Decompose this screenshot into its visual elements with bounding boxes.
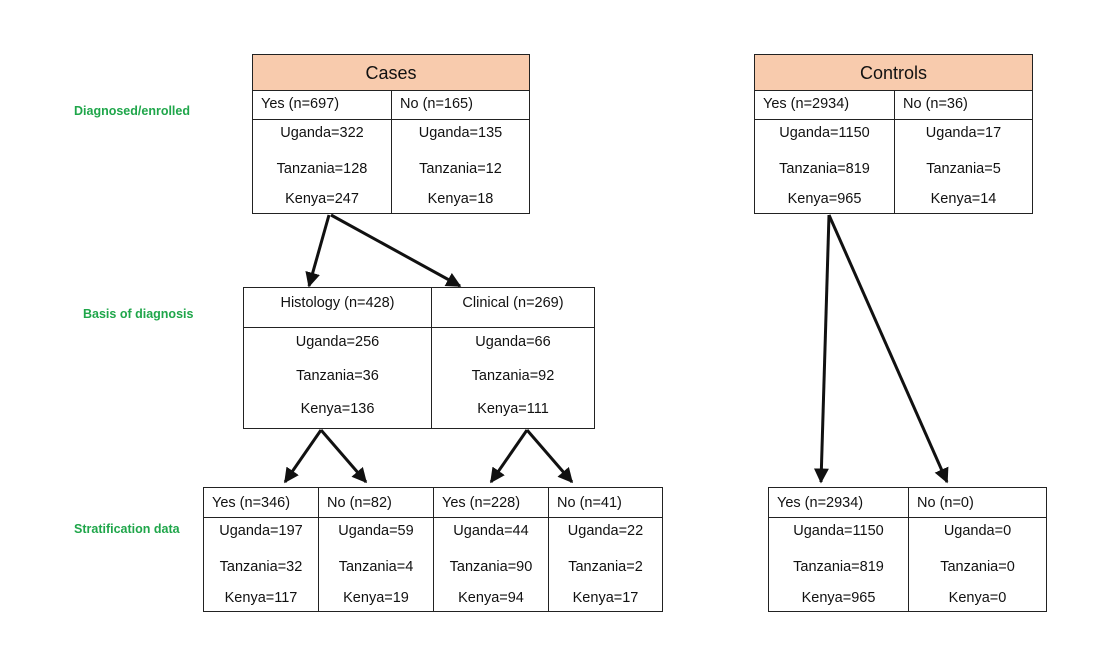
basis-histology-uganda: Uganda=256 (295, 334, 380, 350)
cases-no-tanzania: Tanzania=12 (419, 161, 502, 177)
strat-hist-yes-header: Yes (n=346) (204, 488, 318, 518)
strat-controls-no-kenya: Kenya=0 (948, 590, 1007, 606)
cases-yes-tanzania: Tanzania=128 (276, 161, 368, 177)
strat-hist-no-header: No (n=82) (319, 488, 433, 518)
row-label-diagnosed: Diagnosed/enrolled (74, 104, 190, 118)
strat-clin-yes-uganda: Uganda=44 (453, 523, 529, 539)
strat-controls-no-uganda: Uganda=0 (943, 523, 1012, 539)
strat-clin-no-column: No (n=41) Uganda=22 Tanzania=2 Kenya=17 (549, 488, 662, 611)
controls-no-header: No (n=36) (895, 90, 1032, 120)
strat-clin-no-tanzania: Tanzania=2 (568, 559, 643, 575)
arrow-cases-to-clinical (330, 213, 462, 288)
arrow-controls-to-yes (813, 214, 831, 484)
strat-clin-yes-column: Yes (n=228) Uganda=44 Tanzania=90 Kenya=… (434, 488, 549, 611)
cases-yes-column: Yes (n=697) Uganda=322 Tanzania=128 Keny… (253, 90, 392, 213)
basis-histology-tanzania: Tanzania=36 (296, 368, 379, 384)
row-label-stratification: Stratification data (74, 522, 180, 536)
cases-yes-uganda: Uganda=322 (280, 125, 364, 141)
controls-no-column: No (n=36) Uganda=17 Tanzania=5 Kenya=14 (895, 90, 1032, 213)
strat-controls-yes-header: Yes (n=2934) (769, 488, 908, 518)
strat-clin-yes-tanzania: Tanzania=90 (449, 559, 533, 575)
basis-clinical-uganda: Uganda=66 (475, 334, 551, 350)
strat-hist-yes-uganda: Uganda=197 (219, 523, 303, 539)
cases-yes-kenya: Kenya=247 (285, 191, 359, 207)
controls-yes-tanzania: Tanzania=819 (779, 161, 870, 177)
controls-no-uganda: Uganda=17 (925, 125, 1002, 141)
strat-clin-yes-header: Yes (n=228) (434, 488, 548, 518)
arrow-cases-to-histology (305, 214, 331, 288)
controls-yes-header: Yes (n=2934) (755, 90, 894, 120)
strat-controls-no-column: No (n=0) Uganda=0 Tanzania=0 Kenya=0 (909, 488, 1046, 611)
cases-box: Cases Yes (n=697) Uganda=322 Tanzania=12… (252, 54, 530, 214)
strat-clin-no-kenya: Kenya=17 (572, 590, 639, 606)
strat-controls-no-tanzania: Tanzania=0 (940, 559, 1015, 575)
basis-histology-header: Histology (n=428) (244, 288, 431, 328)
controls-yes-kenya: Kenya=965 (787, 191, 862, 207)
basis-clinical-column: Clinical (n=269) Uganda=66 Tanzania=92 K… (432, 288, 594, 428)
strat-controls-yes-tanzania: Tanzania=819 (793, 559, 884, 575)
strat-controls-yes-column: Yes (n=2934) Uganda=1150 Tanzania=819 Ke… (769, 488, 909, 611)
strat-controls-box: Yes (n=2934) Uganda=1150 Tanzania=819 Ke… (768, 487, 1047, 612)
cases-no-header: No (n=165) (392, 90, 529, 120)
controls-yes-column: Yes (n=2934) Uganda=1150 Tanzania=819 Ke… (755, 90, 895, 213)
strat-hist-no-uganda: Uganda=59 (338, 523, 414, 539)
strat-controls-yes-uganda: Uganda=1150 (793, 523, 884, 539)
strat-clin-yes-kenya: Kenya=94 (458, 590, 524, 606)
cases-no-kenya: Kenya=18 (427, 191, 494, 207)
strat-clin-no-uganda: Uganda=22 (567, 523, 644, 539)
arrow-clinical-to-yes (489, 429, 529, 484)
strat-hist-no-kenya: Kenya=19 (343, 590, 409, 606)
cases-no-uganda: Uganda=135 (418, 125, 503, 141)
basis-clinical-header: Clinical (n=269) (432, 288, 594, 328)
basis-box: Histology (n=428) Uganda=256 Tanzania=36… (243, 287, 595, 429)
cases-yes-header: Yes (n=697) (253, 90, 391, 120)
controls-box: Controls Yes (n=2934) Uganda=1150 Tanzan… (754, 54, 1033, 214)
arrow-controls-to-no (827, 214, 949, 484)
cases-no-column: No (n=165) Uganda=135 Tanzania=12 Kenya=… (392, 90, 529, 213)
strat-hist-yes-column: Yes (n=346) Uganda=197 Tanzania=32 Kenya… (204, 488, 319, 611)
strat-hist-no-column: No (n=82) Uganda=59 Tanzania=4 Kenya=19 (319, 488, 434, 611)
basis-clinical-tanzania: Tanzania=92 (471, 368, 555, 384)
basis-clinical-kenya: Kenya=111 (477, 401, 549, 417)
controls-title: Controls (755, 55, 1032, 91)
basis-histology-kenya: Kenya=136 (300, 401, 375, 417)
strat-controls-yes-kenya: Kenya=965 (801, 590, 876, 606)
basis-histology-column: Histology (n=428) Uganda=256 Tanzania=36… (244, 288, 432, 428)
row-label-basis: Basis of diagnosis (83, 307, 194, 321)
controls-no-tanzania: Tanzania=5 (926, 161, 1001, 177)
arrow-histology-to-no (319, 429, 368, 484)
strat-controls-no-header: No (n=0) (909, 488, 1046, 518)
strat-clin-no-header: No (n=41) (549, 488, 662, 518)
arrow-clinical-to-no (525, 429, 574, 484)
strat-hist-yes-tanzania: Tanzania=32 (219, 559, 303, 575)
strat-hist-no-tanzania: Tanzania=4 (338, 559, 414, 575)
arrow-histology-to-yes (283, 429, 323, 484)
controls-no-kenya: Kenya=14 (930, 191, 997, 207)
controls-yes-uganda: Uganda=1150 (779, 125, 870, 141)
strat-hist-yes-kenya: Kenya=117 (224, 590, 298, 606)
strat-cases-box: Yes (n=346) Uganda=197 Tanzania=32 Kenya… (203, 487, 663, 612)
